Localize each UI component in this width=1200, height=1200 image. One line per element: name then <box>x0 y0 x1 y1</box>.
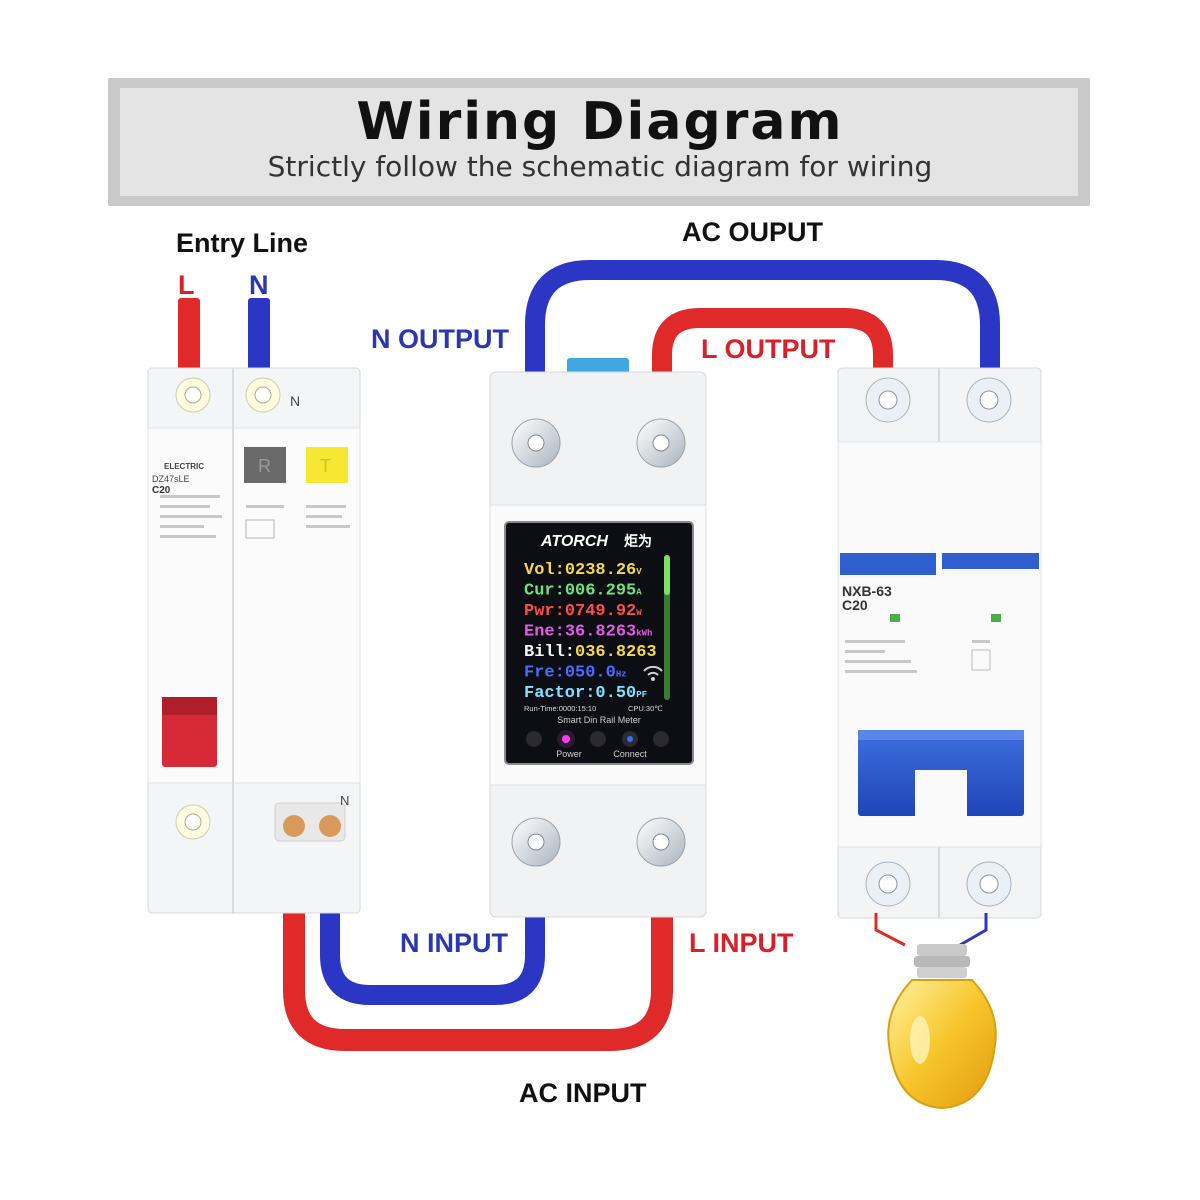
rcbo-terminal-n: N <box>290 393 300 409</box>
meter-row-label: Vol: <box>524 561 565 580</box>
rcbo-rating: C20 <box>152 485 171 496</box>
meter-row-label: Ene: <box>524 623 565 642</box>
meter-row-value: 0749.92 <box>565 602 636 621</box>
smart-meter <box>489 358 707 918</box>
meter-row-fre: Fre:050.0Hz <box>524 664 627 683</box>
header-banner-inner <box>120 88 1078 196</box>
rcbo-button-t: T <box>320 456 331 476</box>
meter-power-label: Power <box>556 749 582 759</box>
breaker-rating: C20 <box>842 597 868 613</box>
entry-neutral-wire <box>248 298 270 370</box>
entry-live-label: L <box>178 270 195 300</box>
meter-row-bill: Bill:036.8263 <box>524 643 657 662</box>
meter-row-pwr: Pwr:0749.92W <box>524 602 642 621</box>
output-breaker <box>837 367 1042 947</box>
ac-input-live-wire <box>283 819 673 1051</box>
entry-neutral-label: N <box>249 270 269 300</box>
meter-row-unit: Hz <box>616 670 627 680</box>
diagram-title: Wiring Diagram <box>356 92 844 152</box>
meter-brand: ATORCH <box>540 533 608 550</box>
ac-output-label: AC OUPUT <box>682 217 823 247</box>
meter-row-label: Fre: <box>524 664 565 683</box>
meter-row-unit: V <box>636 567 642 577</box>
meter-row-label: Pwr: <box>524 602 565 621</box>
meter-product-name: Smart Din Rail Meter <box>557 715 641 725</box>
diagram-subtitle: Strictly follow the schematic diagram fo… <box>267 150 933 183</box>
meter-row-value: 0238.26 <box>565 561 636 580</box>
meter-readings: Vol:0238.26VCur:006.295APwr:0749.92WEne:… <box>524 561 657 703</box>
meter-row-value: 006.295 <box>565 582 636 601</box>
meter-cpu: CPU:30℃ <box>628 704 663 713</box>
meter-row-unit: W <box>636 608 642 618</box>
entry-live-wire <box>178 298 200 370</box>
meter-row-value: 0.50 <box>595 684 636 703</box>
header-banner <box>108 78 1090 206</box>
meter-row-label: Bill: <box>524 643 575 662</box>
breaker-model: NXB-63 <box>842 583 892 599</box>
rcbo-breaker <box>147 367 361 914</box>
ac-input-label: AC INPUT <box>519 1078 647 1108</box>
meter-row-unit: PF <box>636 690 647 700</box>
meter-row-cur: Cur:006.295A <box>524 582 642 601</box>
rcbo-terminal-n-bottom: N <box>340 793 349 808</box>
rcbo-model: DZ47sLE <box>152 474 190 484</box>
meter-runtime: Run-Time:0000:15:10 <box>524 704 596 713</box>
meter-row-value: 36.8263 <box>565 623 636 642</box>
rcbo-brand: ELECTRIC <box>164 462 204 471</box>
l-output-label: L OUTPUT <box>701 334 836 364</box>
meter-row-factor: Factor:0.50PF <box>524 684 647 703</box>
meter-brand-cn: 炬为 <box>624 533 652 549</box>
meter-row-unit: A <box>636 588 642 598</box>
light-bulb-icon <box>887 944 997 1110</box>
meter-row-value: 050.0 <box>565 664 616 683</box>
rcbo-button-r: R <box>258 456 271 476</box>
meter-row-label: Factor: <box>524 684 595 703</box>
n-input-label: N INPUT <box>400 928 508 958</box>
ac-input-neutral-wire <box>320 820 545 1005</box>
n-output-label: N OUTPUT <box>371 324 509 354</box>
meter-row-ene: Ene:36.8263kWh <box>524 623 652 642</box>
meter-row-vol: Vol:0238.26V <box>524 561 642 580</box>
ac-output-neutral-wire <box>525 260 1000 382</box>
meter-row-label: Cur: <box>524 582 565 601</box>
meter-row-unit: kWh <box>636 629 652 639</box>
meter-row-value: 036.8263 <box>575 643 657 662</box>
ac-output-live-wire <box>652 308 893 382</box>
entry-line-label: Entry Line <box>176 228 309 258</box>
meter-connect-label: Connect <box>613 749 647 759</box>
l-input-label: L INPUT <box>689 928 794 958</box>
